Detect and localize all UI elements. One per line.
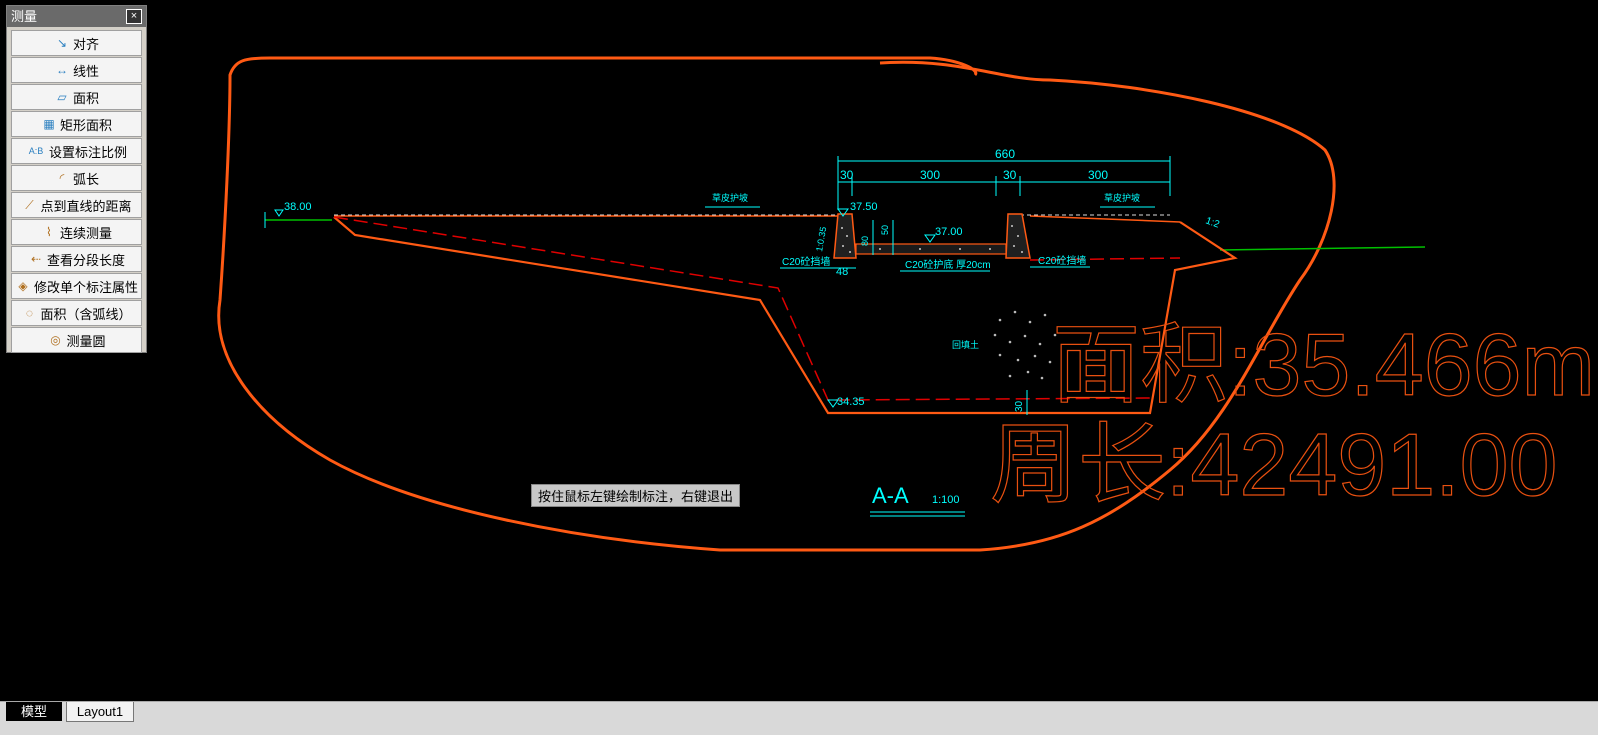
fill-soil-hatch [993,310,1057,380]
dim-300-b: 300 [1088,168,1108,182]
panel-title: 测量 [11,9,38,24]
tab-model[interactable]: 模型 [6,702,62,721]
cursor-tooltip: 按住鼠标左键绘制标注，右键退出 [531,484,741,507]
tool-set-scale[interactable]: A:B 设置标注比例 [11,138,142,164]
tool-label: 设置标注比例 [48,144,127,160]
tool-label: 查看分段长度 [46,252,125,268]
dim-30-a: 30 [840,168,854,182]
slope-1-035: 1:0.35 [814,226,828,252]
dim-50: 50 [880,225,890,235]
dim-48: 48 [836,266,848,278]
elev-38: 38.00 [284,201,312,213]
tool-align[interactable]: ↘ 对齐 [11,30,142,56]
point-line-icon: ⟋ [25,197,34,212]
tool-label: 面积 [72,90,99,106]
tool-point-to-line[interactable]: ⟋ 点到直线的距离 [11,192,142,218]
dim-80: 80 [860,236,870,246]
wall-left [833,213,857,259]
area-result: 面积:35.466m [1052,315,1595,414]
measure-area-outline [217,56,1336,552]
elevation-markers [274,208,936,408]
tool-label: 对齐 [72,36,99,52]
section-outline [333,216,1238,415]
scale-icon: A:B [28,146,44,156]
segment-icon: ⇠ [30,252,42,266]
rect-area-icon: ▦ [43,117,55,131]
align-icon: ↘ [56,36,68,50]
slope-1-2: 1:2 [1204,215,1221,230]
tool-edit-dim[interactable]: ◈ 修改单个标注属性 [11,273,142,299]
bottom-slab [855,243,1007,255]
tool-list: ↘ 对齐 ↔ 线性 ▱ 面积 ▦ 矩形面积 A:B 设置标注比例 ◜ 弧长 ⟋ 点到直线的距离… [11,30,142,354]
dim-30-c: 30 [1014,400,1025,412]
layout-tab-bar: 模型 Layout1 [0,701,1598,735]
elev-37-50: 37.50 [850,201,878,213]
elev-34-35: 34.35 [837,396,865,408]
label-fill-soil: 回填土 [952,339,979,350]
tool-area-arc[interactable]: ◌ 面积（含弧线） [11,300,142,326]
dashed-guide [333,216,1181,401]
label-slope-right: 草皮护坡 [1104,192,1140,203]
continuous-icon: ⌇ [46,225,52,239]
tool-label: 点到直线的距离 [40,198,132,214]
edit-dim-icon: ◈ [18,279,28,293]
dim-30-b: 30 [1003,168,1017,182]
section-top-edge [334,215,1181,223]
label-slope-left: 草皮护坡 [712,192,748,203]
tool-label: 修改单个标注属性 [33,279,138,295]
tool-continuous[interactable]: ⌇ 连续测量 [11,219,142,245]
tool-measure-circle[interactable]: ◎ 测量圆 [11,327,142,353]
perimeter-result: 周长:42491.00 [990,415,1558,514]
tool-area[interactable]: ▱ 面积 [11,84,142,110]
dim-660: 660 [995,147,1015,161]
tool-linear[interactable]: ↔ 线性 [11,57,142,83]
wall-hatching [841,225,1023,253]
dimension-lines [705,156,1171,517]
tool-label: 矩形面积 [59,117,112,133]
linear-icon: ↔ [55,63,68,77]
tool-label: 线性 [72,63,99,79]
tool-label: 弧长 [72,171,99,187]
label-wall-right: C20砼挡墙 [1038,254,1086,267]
tab-layout1[interactable]: Layout1 [66,702,134,722]
close-icon[interactable]: × [126,9,142,24]
arc-icon: ◜ [59,171,65,185]
dim-300-a: 300 [920,168,940,182]
label-bottom-slab: C20砼护底 厚20cm [905,258,991,271]
circle-icon: ◎ [50,333,61,347]
panel-title-bar[interactable]: 测量 × [7,6,146,27]
label-wall-left: C20砼挡墙 [782,255,830,268]
area-arc-icon: ◌ [25,306,34,320]
tool-label: 面积（含弧线） [40,306,132,322]
elev-37-00: 37.00 [935,226,963,238]
area-icon: ▱ [57,90,67,104]
tool-label: 测量圆 [66,333,106,349]
tool-arc-length[interactable]: ◜ 弧长 [11,165,142,191]
measure-panel[interactable]: 测量 × ↘ 对齐 ↔ 线性 ▱ 面积 ▦ 矩形面积 A:B 设置标注比例 ◜ 弧长 ⟋ 点到… [6,5,147,353]
tool-rect-area[interactable]: ▦ 矩形面积 [11,111,142,137]
tool-segment-length[interactable]: ⇠ 查看分段长度 [11,246,142,272]
ground-line-right [1219,246,1426,251]
tool-label: 连续测量 [59,225,112,241]
section-title: A-A [872,483,909,508]
section-scale: 1:100 [932,494,960,506]
